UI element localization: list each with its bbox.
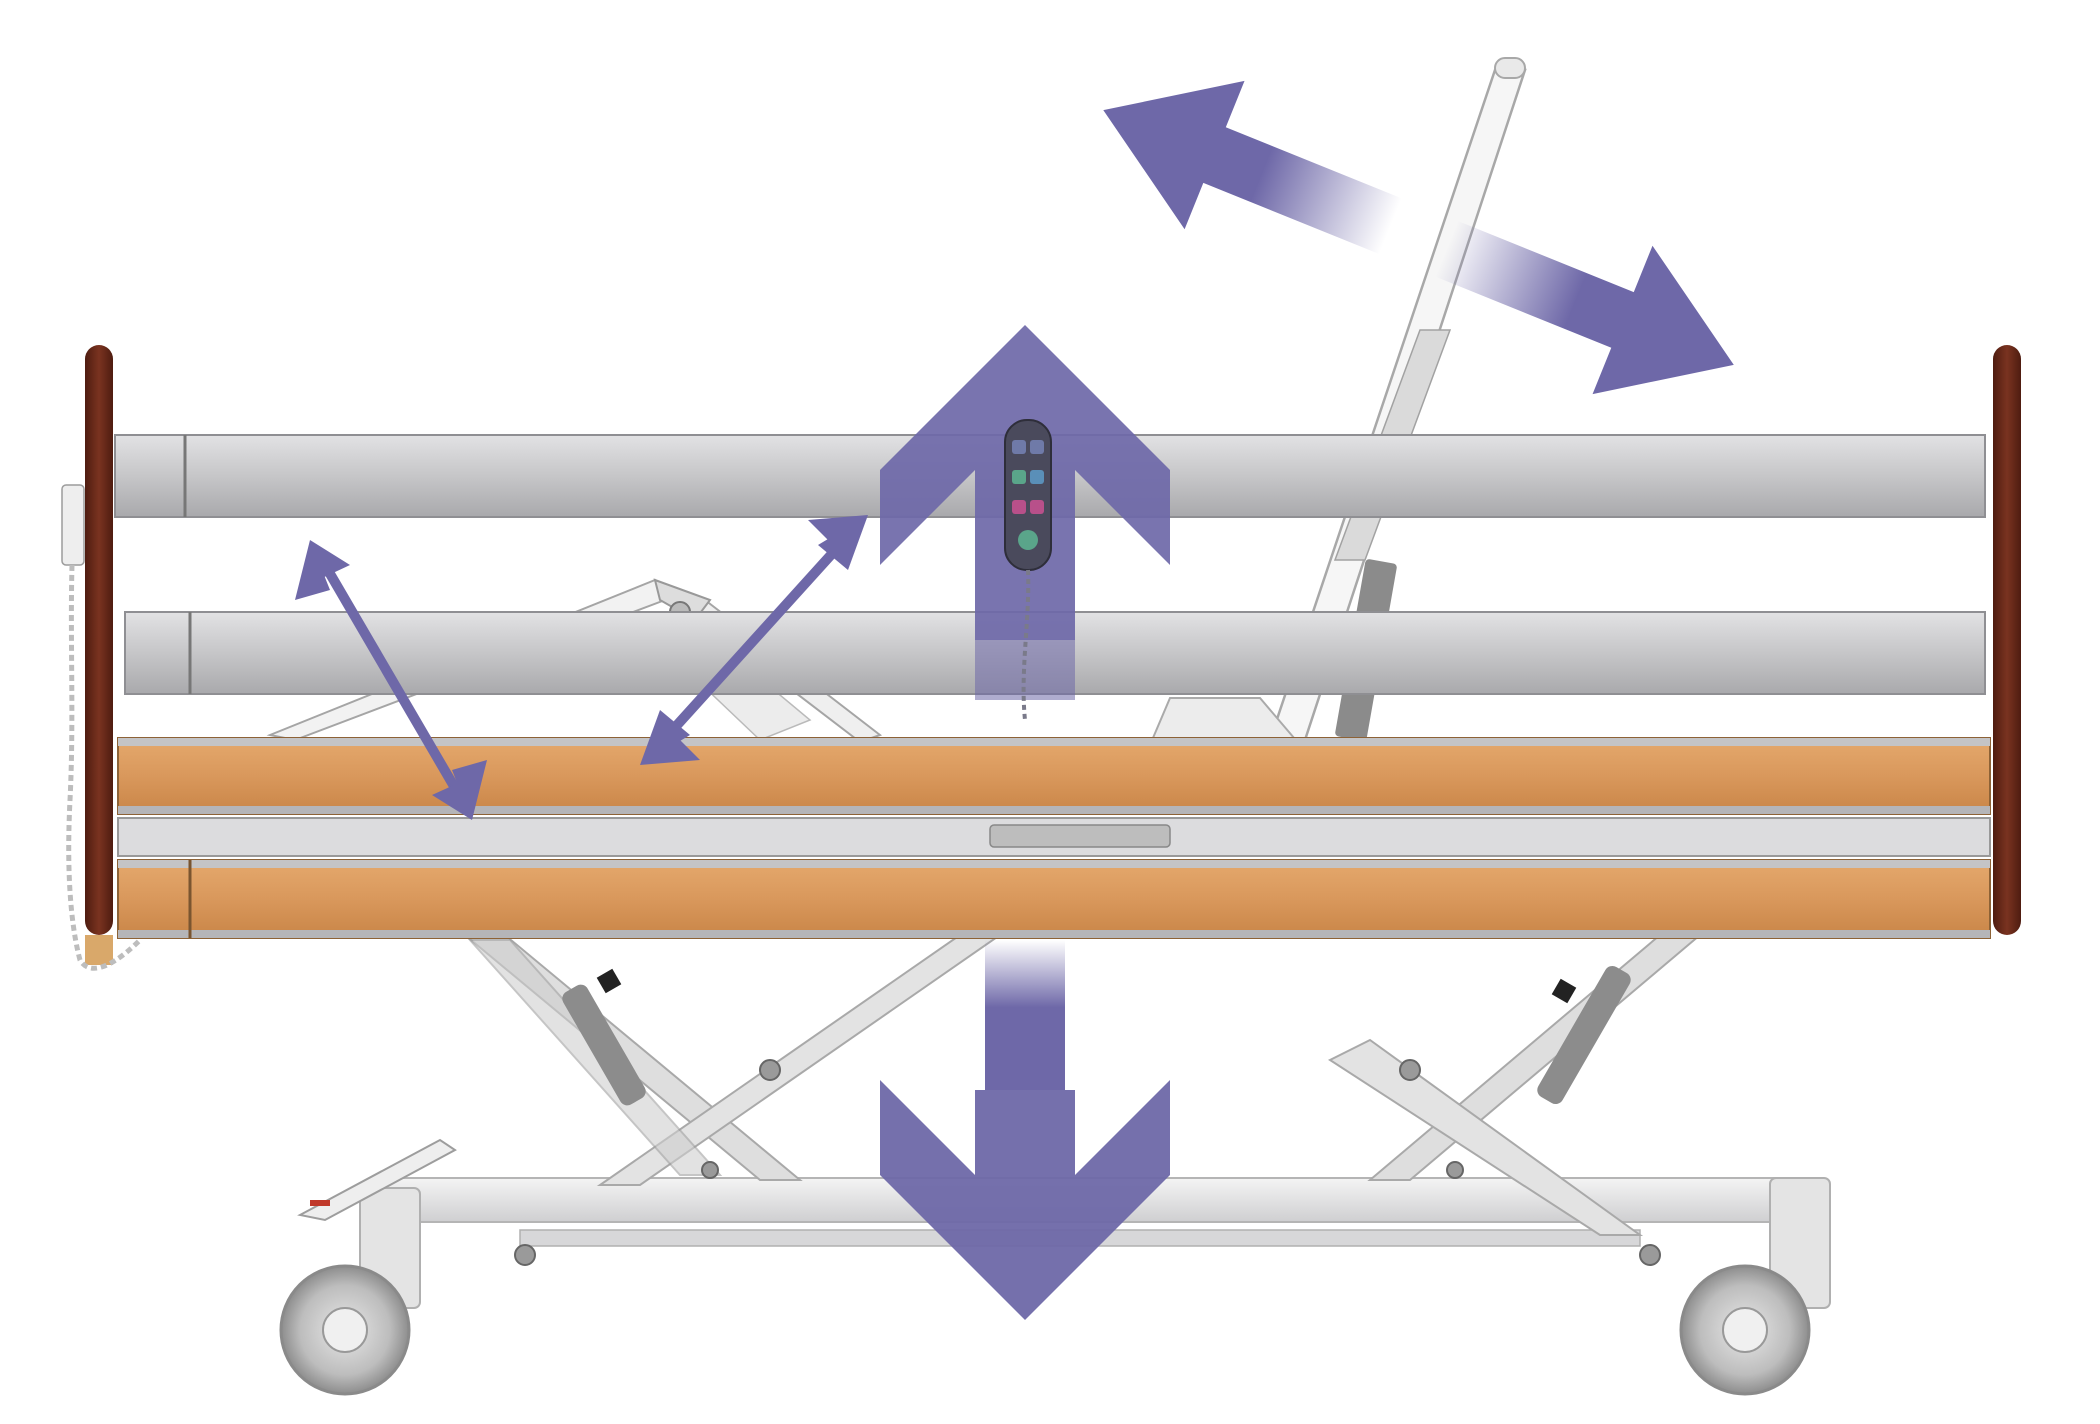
handset-button-down: [1030, 440, 1044, 454]
knee-tilt-arrow-icon: [640, 515, 868, 765]
handset-cord: [61, 484, 142, 971]
handset-button-tilt: [1012, 470, 1026, 484]
bed-frame-rail: [117, 817, 1991, 857]
backrest-tilt-arrow-icon: [1103, 80, 1734, 395]
wheel-left: [279, 1264, 411, 1396]
wood-rail-lower: [117, 859, 1991, 939]
foot-post-left: [85, 345, 113, 965]
scissor-lift: [462, 934, 1703, 1266]
pedal-icon: [297, 1138, 457, 1222]
wheel-right: [1679, 1264, 1811, 1396]
head-post-right: [1993, 345, 2021, 935]
remote-handset-icon: [1004, 419, 1052, 721]
handset-button-raise: [1030, 470, 1044, 484]
handset-button-lock: [1030, 500, 1044, 514]
handset-button-up: [1012, 440, 1026, 454]
leg-tilt-arrow-icon: [295, 540, 487, 820]
wood-rail-upper: [117, 737, 1991, 815]
handset-button-lower: [1012, 500, 1026, 514]
